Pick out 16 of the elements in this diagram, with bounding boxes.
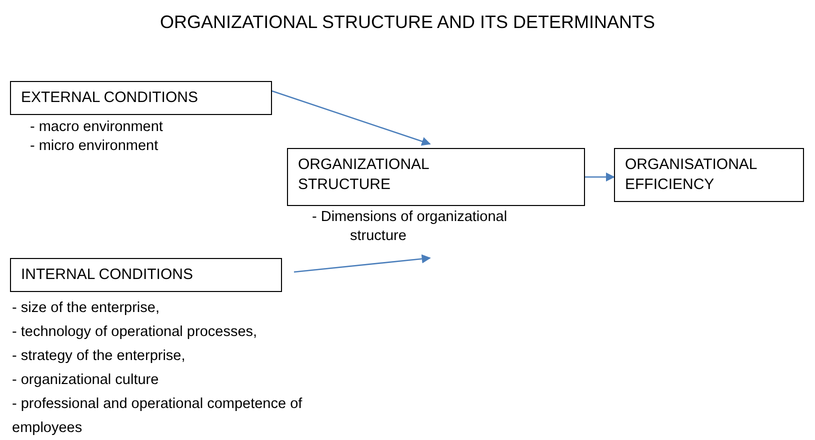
arrow xyxy=(585,172,615,182)
bullet-item: - size of the enterprise, xyxy=(12,299,160,318)
bullet-item: - strategy of the enterprise, xyxy=(12,347,186,366)
bullet-item: - macro environment xyxy=(30,118,164,137)
bullet-item: - professional and operational competence of employees xyxy=(12,395,304,438)
bullet-item: - technology of operational processes, xyxy=(12,323,258,342)
bullet-item: - Dimensions of organizational structure xyxy=(312,208,508,246)
arrow xyxy=(294,254,431,273)
bullet-item: - organizational culture xyxy=(12,371,160,390)
bullet-item: - micro environment xyxy=(30,136,160,156)
diagram-title: ORGANIZATIONAL STRUCTURE AND ITS DETERMINANTS xyxy=(158,12,656,33)
concept-box: ORGANIZATIONAL STRUCTURE xyxy=(287,148,585,206)
concept-box: INTERNAL CONDITIONS xyxy=(10,258,282,292)
concept-box: EXTERNAL CONDITIONS xyxy=(10,81,272,114)
arrow xyxy=(272,90,431,146)
concept-box: ORGANISATIONAL EFFICIENCY xyxy=(614,148,804,202)
